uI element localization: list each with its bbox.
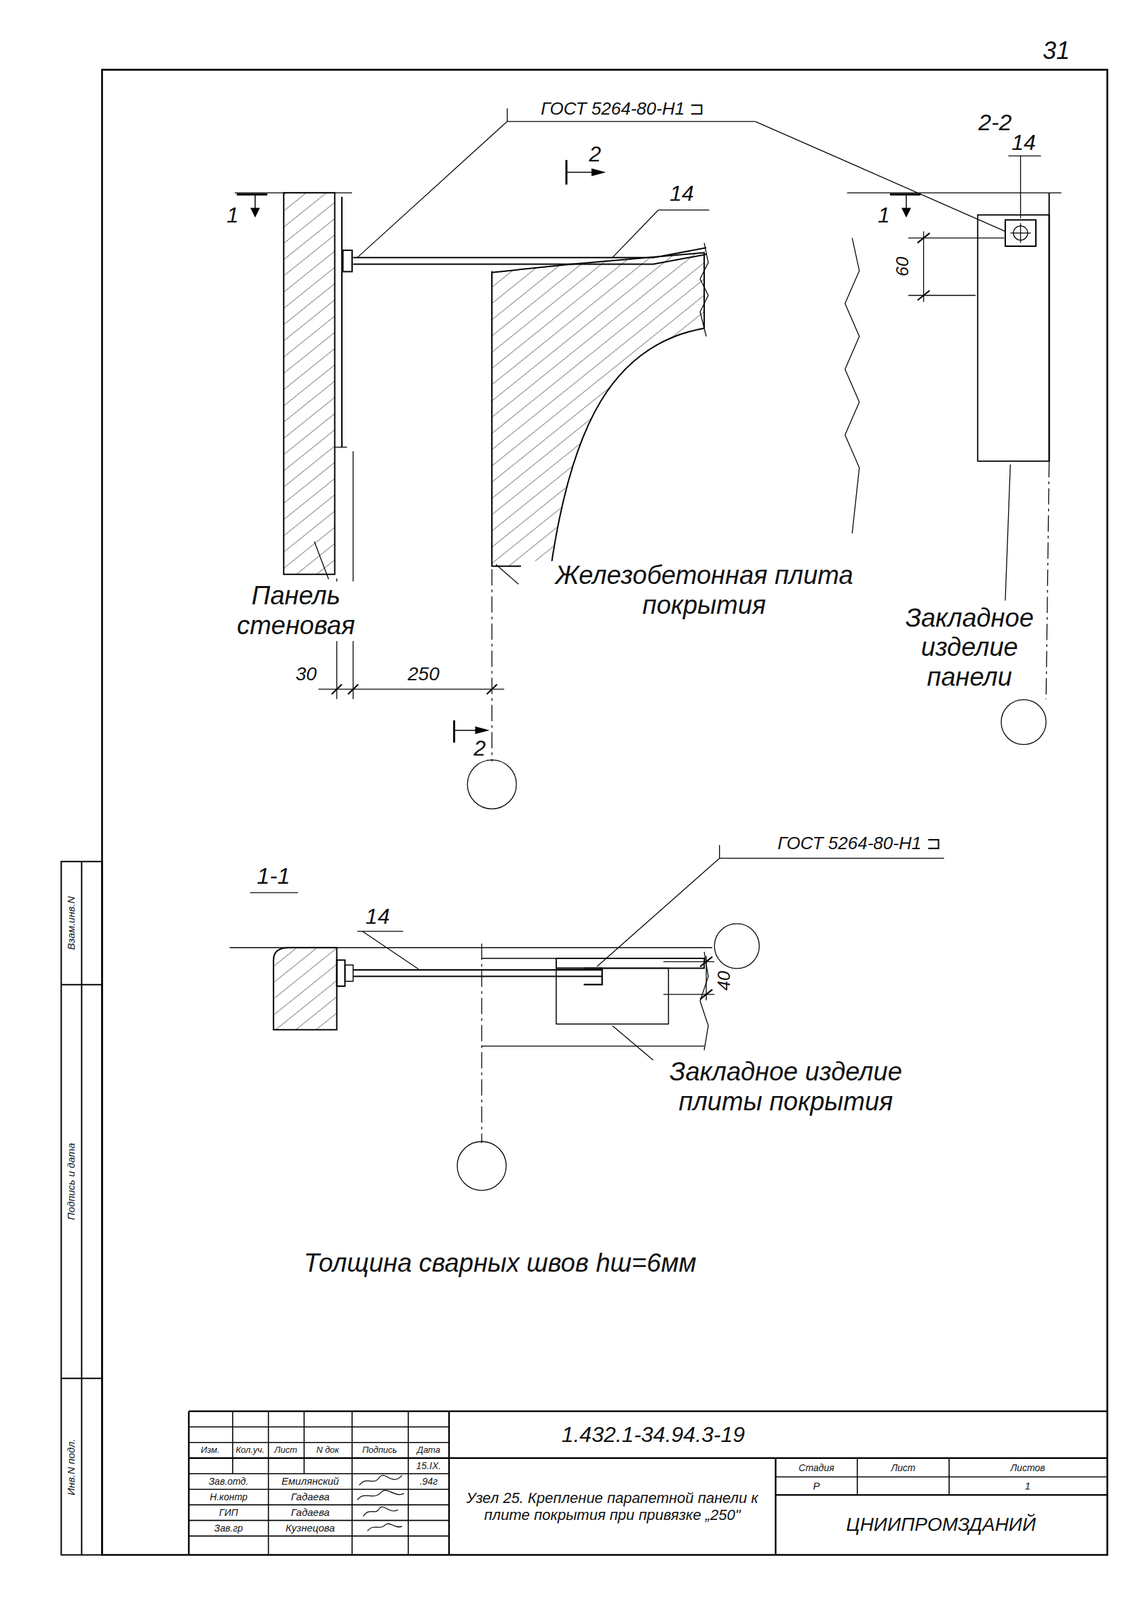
table-header: Лист [890,1462,916,1474]
part-label: Закладное изделие панели [901,603,1038,693]
table-cell: Емилянский [281,1475,340,1487]
section-1-1 [229,845,945,1191]
section-2-2 [845,156,1062,745]
table-cell: .94г [419,1476,438,1487]
section-mark: 2 [473,736,486,762]
part-number: 14 [669,181,694,207]
title-block [188,1411,1108,1556]
table-cell: 1 [1025,1480,1031,1492]
section-title: 2-2 [978,109,1012,137]
table-header: Кол.уч. [235,1444,264,1456]
dimension: 60 [893,257,914,277]
table-cell: ГИП [219,1507,239,1519]
dimension: 30 [295,663,317,686]
table-cell: 15.IX. [416,1460,442,1472]
drawing-code: 1.432.1-34.94.3-19 [561,1421,745,1447]
elevation-detail [234,108,1006,810]
weld-callout: ГОСТ 5264-80-Н1 ⊐ [777,833,941,855]
table-cell: Р [813,1480,821,1492]
part-label: Панель стеновая [227,582,364,642]
side-stamp [61,861,102,1555]
sheet-frame [101,69,1108,1556]
table-header: Изм. [200,1444,220,1456]
part-number: 14 [365,904,391,930]
weld-callout: ГОСТ 5264-80-Н1 ⊐ [540,99,705,120]
table-cell: Гадаева [291,1491,330,1503]
stamp-field: Подпись и дата [65,1143,78,1220]
table-header: Подпись [362,1444,398,1456]
table-cell: Кузнецова [285,1522,336,1534]
table-cell: Зав.отд. [208,1476,249,1487]
company-name: ЦНИИПРОМЗДАНИЙ [845,1514,1036,1536]
sheet-number: 31 [1042,36,1070,65]
table-cell: Зав.гр [214,1522,243,1534]
note: Толщина сварных швов hш=6мм [303,1248,697,1279]
part-label: Закладное изделие плиты покрытия [653,1057,918,1117]
stamp-field: Взам.инв.N [65,896,78,950]
table-header: Стадия [798,1462,834,1474]
section-title: 1-1 [257,862,291,890]
section-mark: 1 [226,202,239,228]
drawing-title: Узел 25. Крепление парапетной панели к п… [459,1489,766,1525]
table-cell: Гадаева [291,1506,330,1519]
dimension: 250 [407,663,440,686]
dimension: 40 [714,970,735,991]
stamp-field: Инв.N подл. [65,1438,78,1496]
section-mark: 1 [877,202,891,228]
part-label: Железобетонная плита покрытия [520,561,888,621]
section-mark: 2 [588,141,602,167]
table-header: Лист [274,1444,298,1456]
part-number: 14 [1011,130,1036,156]
table-header: Дата [417,1444,441,1456]
table-cell: Н.контр [209,1491,247,1503]
table-header: N док [316,1444,340,1456]
table-header: Листов [1010,1462,1046,1474]
